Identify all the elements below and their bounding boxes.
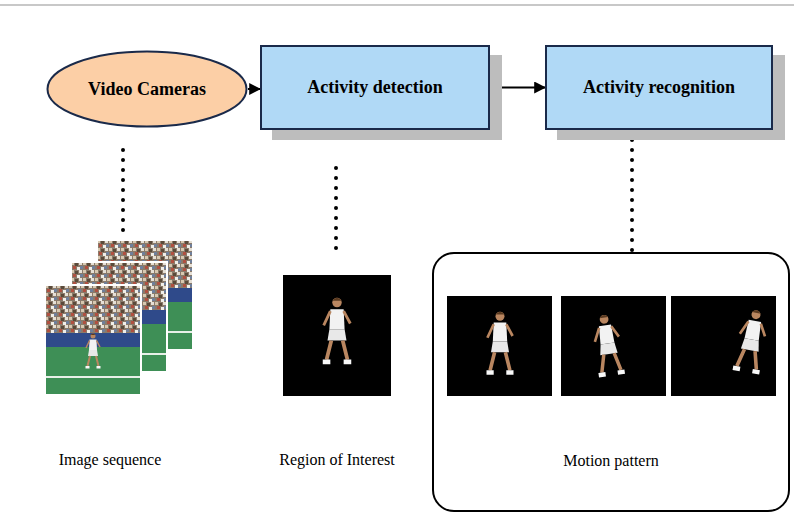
process-box: Activity detection xyxy=(260,45,490,130)
motion-player xyxy=(590,313,625,377)
motion-frame xyxy=(671,296,776,396)
roi-image xyxy=(283,275,391,396)
dotted-connector xyxy=(630,130,634,252)
motion-frame xyxy=(447,296,552,396)
ellipse-shape xyxy=(48,52,247,127)
motion-frame xyxy=(561,296,666,396)
top-rule xyxy=(0,4,794,6)
image-frame xyxy=(45,285,141,395)
group-caption: Motion pattern xyxy=(434,452,788,470)
motion-player xyxy=(487,312,514,375)
arrow-connector xyxy=(248,88,260,90)
process-box: Activity recognition xyxy=(545,45,773,130)
node-label: Activity recognition xyxy=(583,77,735,98)
arrow-connector xyxy=(490,87,545,89)
group-box: Motion pattern xyxy=(432,252,790,512)
image-caption: Region of Interest xyxy=(279,451,395,469)
node-label: Video Cameras xyxy=(88,79,206,100)
roi-player xyxy=(323,298,352,365)
dotted-leader xyxy=(121,150,125,236)
camera-ellipse: Video Cameras xyxy=(46,50,248,128)
dotted-leader xyxy=(334,168,338,256)
node-label: Activity detection xyxy=(307,77,442,98)
motion-player xyxy=(733,308,771,375)
image-caption: Image sequence xyxy=(59,451,162,469)
